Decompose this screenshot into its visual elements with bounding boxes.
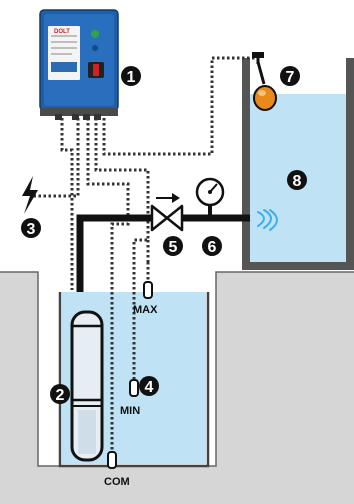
callout-1: 1 (121, 66, 141, 86)
submersible-pump (70, 310, 104, 462)
pressure-gauge-icon (195, 177, 225, 207)
control-panel: DOLT (39, 9, 119, 120)
callout-4: 4 (139, 376, 159, 396)
svg-text:3: 3 (27, 221, 36, 238)
min-cable (94, 118, 150, 380)
svg-text:1: 1 (127, 69, 136, 86)
callout-6: 6 (202, 236, 222, 256)
power-indicator-icon (91, 30, 99, 38)
svg-text:5: 5 (169, 239, 178, 256)
callout-7: 7 (280, 66, 300, 86)
lightning-bolt-icon (22, 176, 38, 214)
storage-tank (242, 58, 354, 270)
level-electrodes (107, 281, 153, 469)
com-electrode (107, 451, 117, 469)
com-label: COM (104, 476, 130, 488)
cables (32, 56, 258, 452)
water-outflow-icon (257, 209, 278, 231)
svg-text:8: 8 (293, 173, 302, 190)
svg-text:7: 7 (286, 69, 295, 86)
float-switch (252, 52, 277, 111)
callout-5: 5 (163, 236, 183, 256)
check-valve-icon (150, 193, 184, 232)
min-label: MIN (120, 405, 140, 417)
float-cable (102, 56, 258, 156)
max-label: MAX (133, 304, 158, 316)
max-electrode (143, 281, 153, 299)
float-icon (253, 85, 277, 111)
min-electrode (129, 379, 139, 397)
svg-text:2: 2 (56, 387, 65, 404)
svg-text:6: 6 (208, 239, 217, 256)
panel-brand-text: DOLT (54, 29, 70, 35)
callout-3: 3 (21, 218, 41, 238)
callout-8: 8 (287, 170, 307, 190)
com-cable (86, 118, 130, 452)
callout-2: 2 (50, 384, 70, 404)
pump-power-cable (60, 118, 74, 290)
svg-text:4: 4 (145, 379, 154, 396)
